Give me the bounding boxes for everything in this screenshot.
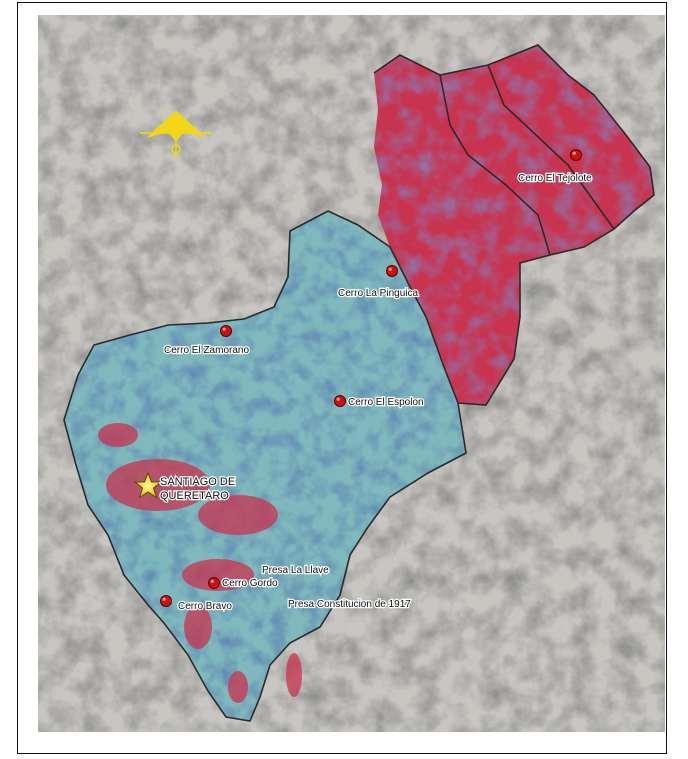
marker-cerro-bravo[interactable] (160, 595, 172, 607)
marker-cerro-la-pinguica[interactable] (386, 265, 398, 277)
label-presa-constitucion: Presa Constitucion de 1917 (288, 599, 411, 610)
marker-highlight (336, 397, 340, 401)
label-presa-la-llave: Presa La Llave (262, 565, 329, 576)
map-canvas: Cerro El Tejolote Cerro La Pinguica Cerr… (38, 15, 665, 732)
north-arrow-icon (140, 110, 212, 161)
marker-cerro-el-espolon[interactable] (334, 395, 346, 407)
label-cerro-la-pinguica: Cerro La Pinguica (338, 288, 418, 299)
marker-highlight (162, 597, 166, 601)
marker-highlight (210, 579, 214, 583)
marker-highlight (222, 327, 226, 331)
satellite-map[interactable]: Cerro El Tejolote Cerro La Pinguica Cerr… (38, 15, 665, 732)
northern-region-texture (374, 45, 654, 405)
central-region-texture (64, 211, 466, 721)
label-cerro-gordo: Cerro Gordo (222, 578, 278, 589)
label-santiago-line1: SANTIAGO DE (160, 476, 235, 488)
marker-highlight (388, 267, 392, 271)
marker-highlight (572, 151, 576, 155)
label-cerro-el-zamorano: Cerro El Zamorano (164, 345, 249, 356)
marker-cerro-gordo[interactable] (208, 577, 220, 589)
label-cerro-el-espolon: Cerro El Espolon (348, 397, 424, 408)
label-santiago-line2: QUERETARO (160, 490, 229, 502)
point-markers (160, 149, 582, 607)
label-cerro-el-tejolote: Cerro El Tejolote (518, 173, 592, 184)
municipal-boundaries (63, 44, 655, 722)
marker-cerro-el-tejolote[interactable] (570, 149, 582, 161)
marker-cerro-el-zamorano[interactable] (220, 325, 232, 337)
label-cerro-bravo: Cerro Bravo (178, 601, 232, 612)
star-icon[interactable] (133, 471, 163, 499)
map-frame: Cerro El Tejolote Cerro La Pinguica Cerr… (17, 2, 667, 754)
